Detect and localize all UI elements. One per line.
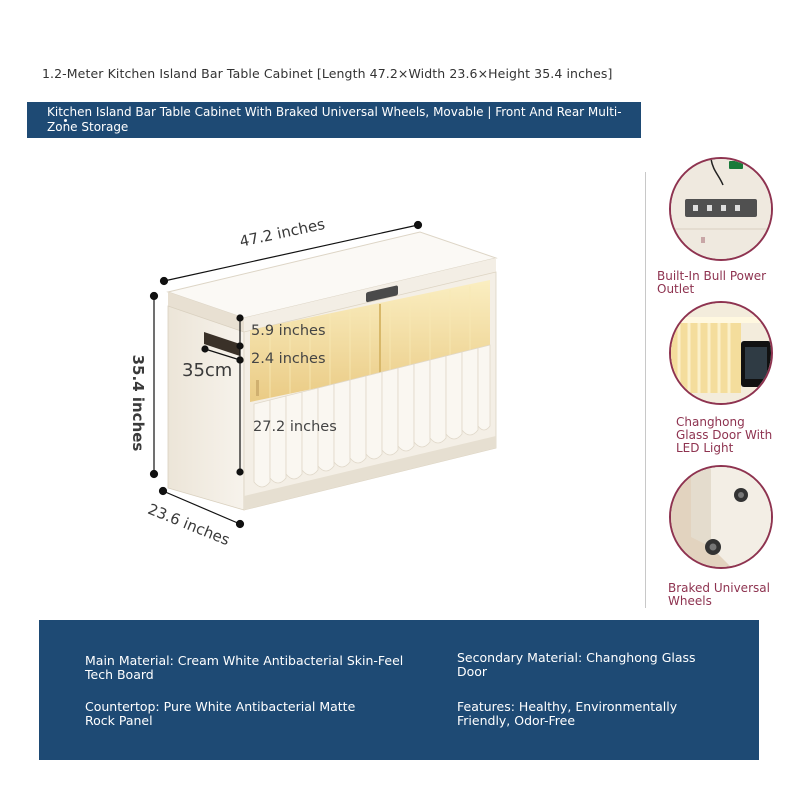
led-glass-door-icon: [671, 303, 771, 403]
middle-gap-label: 2.4 inches: [251, 351, 326, 367]
page-title: 1.2-Meter Kitchen Island Bar Table Cabin…: [42, 66, 613, 81]
fluted-lower-doors: [253, 344, 491, 488]
height-label: 35.4 inches: [129, 354, 147, 452]
feature-label-wheels: Braked Universal Wheels: [668, 581, 770, 608]
spec-countertop: Countertop: Pure White Antibacterial Mat…: [85, 699, 356, 728]
lower-section-label: 27.2 inches: [253, 419, 337, 435]
product-banner: Kitchen Island Bar Table Cabinet With Br…: [27, 102, 641, 138]
led-glass-door-detail: [669, 301, 773, 405]
door-handle: [256, 380, 259, 396]
banner-text: Kitchen Island Bar Table Cabinet With Br…: [47, 105, 622, 134]
cabinet-diagram: [149, 220, 498, 529]
spec-main-material: Main Material: Cream White Antibacterial…: [85, 653, 404, 682]
top-section-label: 5.9 inches: [251, 323, 326, 339]
feature-label-glass: Changhong Glass Door With LED Light: [676, 415, 773, 455]
vertical-divider: [645, 172, 646, 608]
power-strip: [366, 285, 398, 303]
power-outlet-icon: [671, 159, 771, 259]
bullet-dot: [64, 119, 67, 122]
caster-wheel-icon: [671, 467, 771, 567]
power-outlet-detail: [669, 157, 773, 261]
spec-secondary-material: Secondary Material: Changhong Glass Door: [457, 650, 696, 679]
depth-cm-label: 35cm: [182, 360, 233, 381]
glass-flutes: [269, 286, 471, 398]
feature-label-outlet: Built-In Bull Power Outlet: [657, 269, 767, 296]
wheels-detail: [669, 465, 773, 569]
side-opening: [204, 332, 240, 356]
spec-features: Features: Healthy, Environmentally Frien…: [457, 699, 678, 728]
cabinet-base: [244, 436, 496, 510]
specs-panel: Main Material: Cream White Antibacterial…: [39, 620, 759, 760]
dimension-lines: [149, 220, 423, 529]
